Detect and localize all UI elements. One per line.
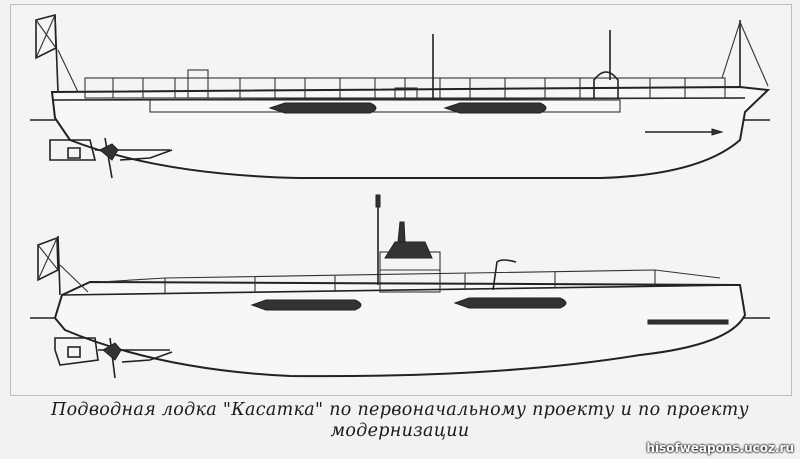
caption-line-1: Подводная лодка "Касатка" по первоначаль… [51,400,749,420]
torpedo-1-bottom [250,299,362,311]
propeller-bottom [102,342,122,361]
figure-caption: Подводная лодка "Касатка" по первоначаль… [0,400,800,442]
site-watermark: hisofweapons.ucoz.ru [646,441,794,455]
submarine-drawing [30,13,771,379]
submarine-original-design [30,13,771,179]
bow-plane [647,319,729,325]
propeller-top [99,143,119,161]
torpedo-2-top [443,102,547,114]
torpedo-1-top [268,102,377,114]
rudder-bottom [54,337,99,366]
hull-modernized [53,280,747,378]
rudder-top [49,139,97,161]
submarine-modernized-design [30,194,770,379]
torpedo-2-bottom [453,297,567,309]
caption-line-2: модернизации [330,421,470,441]
